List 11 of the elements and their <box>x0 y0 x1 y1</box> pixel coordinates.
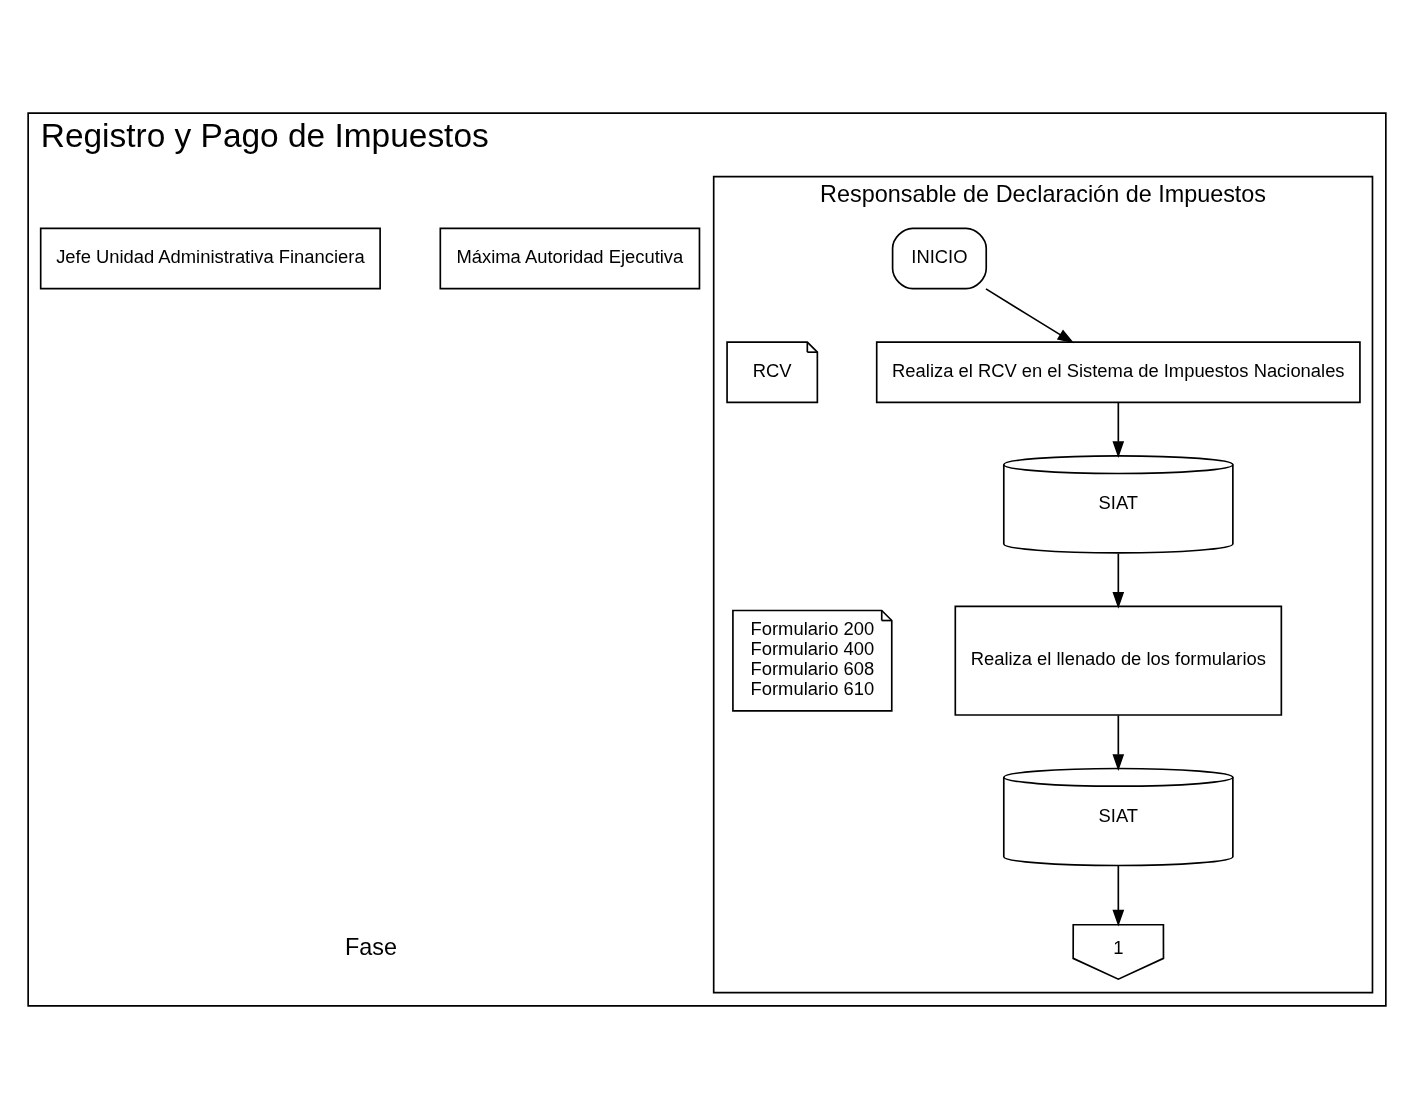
arrow <box>985 288 1075 344</box>
arrow <box>1112 714 1125 771</box>
label: Fase <box>344 934 397 961</box>
arrow <box>1112 552 1125 609</box>
node-box: INICIO <box>891 227 988 290</box>
node-box: Realiza el llenado de los formularios <box>954 605 1283 716</box>
arrow <box>1112 865 1125 927</box>
node-box: Jefe Unidad Administrativa Financiera <box>39 227 381 290</box>
node-box: Máxima Autoridad Ejecutiva <box>439 227 701 290</box>
arrow <box>1112 401 1125 458</box>
node-box: Realiza el RCV en el Sistema de Impuestos Nacionales <box>875 341 1361 404</box>
